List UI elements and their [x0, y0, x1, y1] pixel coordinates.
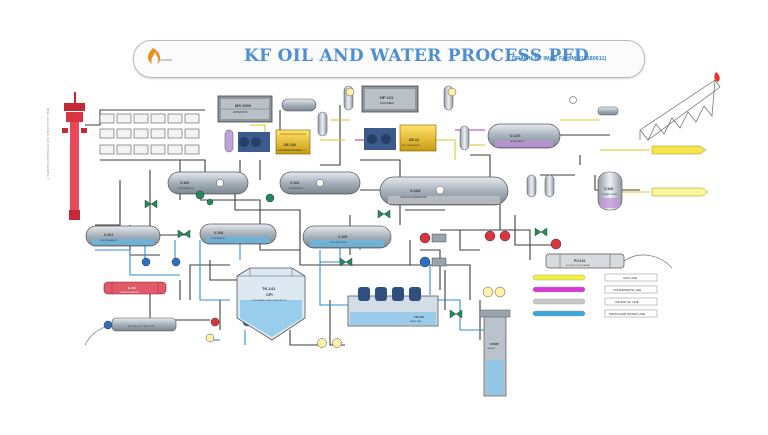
- v108-sublabel: LP SEPARATOR: [210, 237, 226, 240]
- v107-sublabel: MIXING BASIN: [510, 140, 524, 143]
- pump-set: [103, 190, 562, 330]
- v105-vessel: [302, 225, 392, 249]
- v106-vessel: [597, 171, 623, 211]
- flare-flame-icon: [714, 72, 720, 82]
- tk141-sublabel: CORRUGATED PLATE INTERCEPTOR: [251, 299, 287, 302]
- logo-caption: pinnacle: [159, 58, 173, 62]
- gas-export-arrows: [651, 145, 709, 197]
- pv101-vessel: [545, 253, 673, 269]
- v107-label: V-107: [510, 133, 521, 138]
- cpi-label: CPI: [266, 292, 273, 297]
- title-banner: [133, 40, 645, 78]
- e100-sublabel: HEATER EXCHANGER: [120, 291, 140, 294]
- gas-filter: [569, 96, 619, 116]
- ms2000-sublabel: WATER BOX: [233, 111, 248, 114]
- dehy-label: DE-100: [284, 143, 296, 147]
- pv101-label: PV-101: [574, 259, 586, 263]
- knockout-drums: [526, 174, 555, 198]
- wellhead-label: W E L L H E A D & X - M A S T R E E A S …: [46, 108, 50, 180]
- company-logo: [147, 48, 161, 64]
- v101-vessel: [85, 225, 161, 247]
- v101-label: V-101: [104, 233, 113, 237]
- v101-sublabel: TEST SEPARATOR: [100, 239, 118, 242]
- v108-vessel: [199, 223, 277, 245]
- legend-water-label: PRODUCED WATER LINE: [609, 312, 645, 316]
- v102-sublabel: HP SEPARATOR: [178, 187, 194, 190]
- diagram-title: KF OIL AND WATER PROCESS PFD: [244, 46, 590, 66]
- de12-label: DE-12: [409, 138, 419, 142]
- line-legend: [532, 273, 658, 318]
- de12-sublabel: HP COMPRESSOR: [402, 145, 420, 147]
- sump-sublabel: CAISSON: [487, 347, 496, 350]
- legend-gas-label: GAS LINE: [623, 276, 637, 280]
- v107-vessel: [487, 123, 561, 149]
- v106-sublabel: LP FLARE DRUM: [601, 193, 617, 196]
- v102-vessel: [167, 171, 249, 195]
- de12-compressor: [364, 124, 437, 152]
- pv101-sublabel: FLOW BLOCK RECEIVER: [566, 265, 590, 267]
- v104-sublabel: OVER GAS SEPARATOR: [400, 196, 427, 199]
- hp121-unit: [361, 85, 419, 113]
- wellhead-assembly: [62, 92, 87, 220]
- tk141-label: TK-141: [262, 286, 276, 291]
- author-credit: DRAWN BY IMAD FAHIMI (11180611): [512, 56, 607, 62]
- v105-sublabel: HP FLARE DRUM: [330, 241, 347, 244]
- hp121-sublabel: SCRUBBER: [380, 102, 394, 105]
- legend-condensate-label: CONDENSATE LINE: [613, 288, 641, 292]
- legend-water-swatch: [532, 310, 586, 317]
- ms-booster: [84, 317, 177, 346]
- v106-label: V-106: [604, 187, 613, 191]
- v102-label: V-102: [180, 181, 189, 185]
- v104-vessel: [379, 176, 509, 206]
- sump-label: SUMP: [490, 342, 499, 346]
- dehy-sublabel: DEHYDRATION PACKAGE: [277, 149, 302, 152]
- heater-coil-bank: [99, 113, 200, 155]
- v103-label: V-103: [290, 181, 299, 185]
- v103-sublabel: LP SEPARATOR: [288, 187, 304, 190]
- tk142-label: TK-142: [414, 315, 424, 319]
- v103-vessel: [279, 171, 361, 195]
- tk142-flotation: [347, 287, 439, 327]
- scrubber-vessels: [224, 85, 470, 153]
- tk142-sublabel: WATER TANK: [410, 320, 422, 323]
- dehydration-package: [238, 129, 311, 155]
- control-valves: [144, 199, 548, 319]
- v105-label: V-105: [338, 235, 347, 239]
- legend-crude-label: CRUDE OIL LINE: [615, 300, 639, 304]
- v104-label: V-104: [410, 188, 421, 193]
- hp121-label: HP 121: [380, 95, 394, 100]
- e100-heater: [103, 281, 167, 295]
- e100-label: E-100: [128, 286, 136, 290]
- ms2000-unit: [217, 95, 273, 123]
- ms-sublabel: MIX PRODUCT BOOSTER: [128, 326, 155, 328]
- tk141-cpi: [236, 267, 306, 341]
- ms2000-label: MS 2000: [235, 103, 252, 108]
- legend-gas-swatch: [532, 274, 586, 281]
- v108-label: V-108: [214, 231, 223, 235]
- sample-points: [205, 87, 457, 348]
- legend-crude-swatch: [532, 298, 586, 305]
- flare-boom: [639, 79, 721, 141]
- legend-condensate-swatch: [532, 286, 586, 293]
- filter-vessel: [281, 98, 317, 112]
- sump-caisson: [479, 286, 511, 397]
